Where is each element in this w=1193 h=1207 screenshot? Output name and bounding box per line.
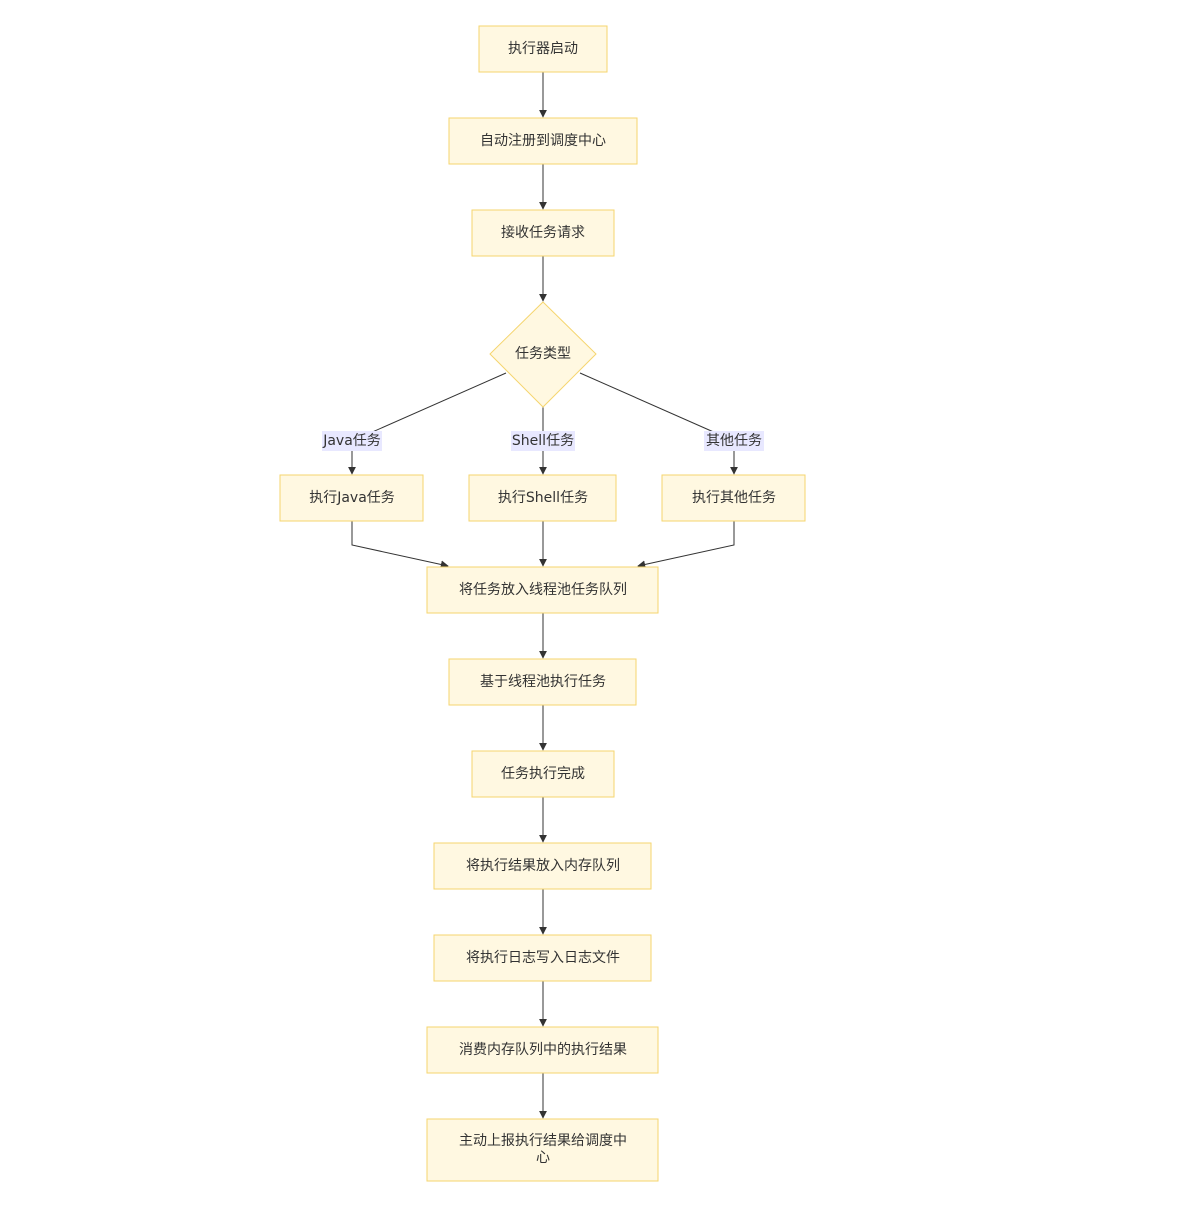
node-exec-other[interactable]: 执行其他任务 — [661, 474, 806, 522]
node-run-pool[interactable]: 基于线程池执行任务 — [448, 658, 637, 706]
node-register-label: 自动注册到调度中心 — [480, 133, 606, 149]
node-exec-shell[interactable]: 执行Shell任务 — [468, 474, 617, 522]
edge-label-shell-text: Shell任务 — [512, 433, 574, 449]
edge-label-java-bg — [322, 431, 382, 451]
edge-type-other — [579, 372, 738, 475]
nodes: 执行器启动 自动注册到调度中心 接收任务请求 任务类型 执行Java任务 执行S… — [279, 25, 806, 1182]
edge-type-java — [348, 372, 507, 475]
edge-label-other: 其他任务 — [704, 431, 764, 451]
edge-other-enqueue — [637, 521, 735, 569]
node-consume-label: 消费内存队列中的执行结果 — [459, 1042, 627, 1058]
node-receive-label: 接收任务请求 — [501, 224, 585, 241]
node-start-label: 执行器启动 — [508, 41, 578, 57]
node-done[interactable]: 任务执行完成 — [471, 750, 615, 798]
edge-label-other-text: 其他任务 — [706, 433, 762, 449]
edge-java-enqueue — [351, 521, 449, 569]
edge-label-java: Java任务 — [322, 431, 382, 451]
edge-label-java-text: Java任务 — [322, 433, 381, 449]
node-report[interactable]: 主动上报执行结果给调度中 心 — [426, 1118, 659, 1182]
edge-label-shell: Shell任务 — [511, 431, 575, 451]
node-enqueue-pool-label: 将任务放入线程池任务队列 — [459, 582, 627, 598]
edge-label-other-bg — [704, 431, 764, 451]
node-report-label-line2: 心 — [536, 1150, 550, 1166]
edge-label-shell-bg — [511, 431, 575, 451]
node-write-log-label: 将执行日志写入日志文件 — [466, 950, 620, 966]
node-write-log[interactable]: 将执行日志写入日志文件 — [433, 934, 652, 982]
node-exec-other-label: 执行其他任务 — [692, 490, 776, 506]
node-enqueue-pool[interactable]: 将任务放入线程池任务队列 — [426, 566, 659, 614]
node-consume[interactable]: 消费内存队列中的执行结果 — [426, 1026, 659, 1074]
node-task-type[interactable]: 任务类型 — [489, 301, 597, 408]
node-run-pool-label: 基于线程池执行任务 — [480, 673, 606, 690]
node-task-type-label: 任务类型 — [515, 346, 571, 362]
node-exec-java[interactable]: 执行Java任务 — [279, 474, 424, 522]
node-exec-java-label: 执行Java任务 — [309, 490, 395, 506]
node-done-label: 任务执行完成 — [501, 766, 585, 782]
node-result-queue[interactable]: 将执行结果放入内存队列 — [433, 842, 652, 890]
node-report-label-line1: 主动上报执行结果给调度中 — [459, 1133, 627, 1149]
edge-labels: Java任务 Shell任务 其他任务 — [322, 431, 764, 451]
node-result-queue-label: 将执行结果放入内存队列 — [466, 858, 620, 874]
node-receive[interactable]: 接收任务请求 — [471, 209, 615, 257]
node-exec-shell-label: 执行Shell任务 — [498, 490, 588, 506]
node-start[interactable]: 执行器启动 — [478, 25, 608, 73]
node-register[interactable]: 自动注册到调度中心 — [448, 117, 638, 165]
